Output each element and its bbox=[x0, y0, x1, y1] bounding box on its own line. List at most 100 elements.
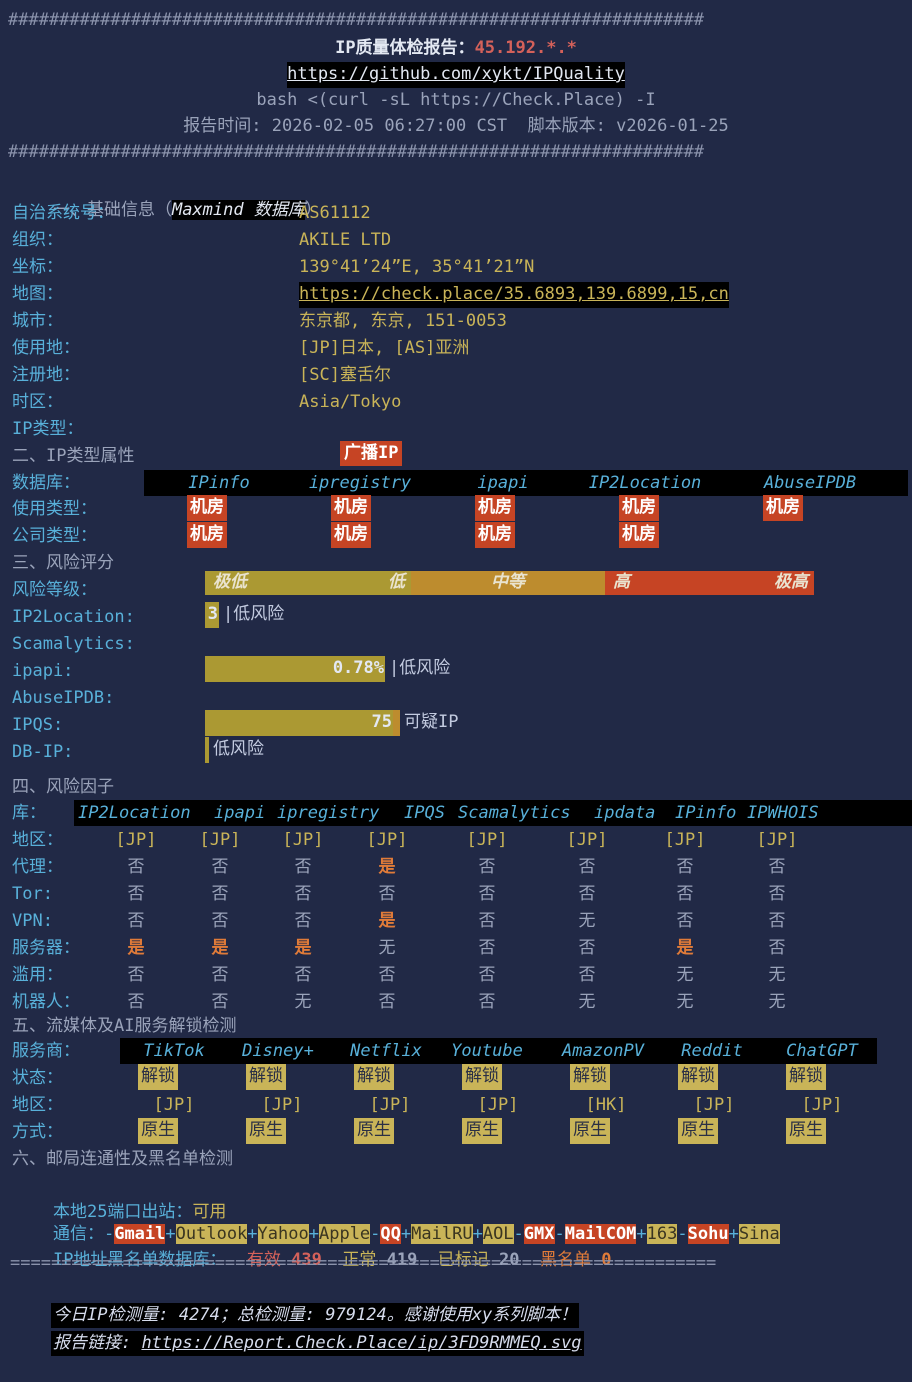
section2-db-ipregistry: ipregistry bbox=[308, 473, 412, 493]
risk-scale: 极低 低 中等 高 极高 bbox=[205, 571, 814, 595]
factor-tor-ipapi: 否 bbox=[211, 884, 229, 904]
report-title-row: IP质量体检报告：45.192.*.* bbox=[0, 36, 912, 62]
region-reddit: [JP] bbox=[693, 1095, 735, 1115]
factor-proxy-scamalytics: 否 bbox=[478, 857, 496, 877]
section4-db-ipqs: IPQS bbox=[404, 803, 445, 823]
factor-server-ipdata: 否 bbox=[578, 938, 596, 958]
factor-vpn-scamalytics: 否 bbox=[478, 911, 496, 931]
mail-provider: Yahoo bbox=[257, 1223, 309, 1244]
coords-label: 坐标： bbox=[12, 257, 63, 277]
city-label: 城市： bbox=[12, 311, 63, 331]
footer-stats: 今日IP检测量: 4274；总检测量: 979124。感谢使用xy系列脚本！ bbox=[50, 1302, 580, 1328]
factor-robot-ip2location: 否 bbox=[127, 992, 145, 1012]
registered-location-value: [SC]塞舌尔 bbox=[299, 365, 391, 385]
blacklist-item: 正常 419 bbox=[322, 1250, 417, 1270]
usage-cell-ipregistry: 机房 bbox=[331, 495, 371, 521]
factor-region-ipinfo: [JP] bbox=[664, 830, 706, 850]
risk-scale-seg-low: 低 bbox=[309, 571, 411, 595]
blacklist-item: 有效 439 bbox=[226, 1249, 322, 1270]
factor-vpn-ip2location: 否 bbox=[127, 911, 145, 931]
report-time-value: 2026-02-05 06:27:00 CST bbox=[271, 116, 508, 136]
blacklist-item-value: 439 bbox=[291, 1249, 322, 1270]
section5-provider-band bbox=[120, 1038, 877, 1064]
provider-amazonpv: AmazonPV bbox=[562, 1041, 644, 1061]
factor-server-scamalytics: 否 bbox=[478, 938, 496, 958]
region-tiktok: [JP] bbox=[153, 1095, 195, 1115]
map-link[interactable]: https://check.place/35.6893,139.6899,15,… bbox=[299, 282, 729, 308]
factor-vpn-ipdata: 无 bbox=[578, 911, 596, 931]
mail-provider: MailCOM bbox=[564, 1223, 637, 1244]
usage-cell-ipapi: 机房 bbox=[475, 495, 515, 521]
section5-provider-label: 服务商： bbox=[12, 1041, 80, 1061]
score-verdict: |低风险 bbox=[389, 658, 451, 678]
mail-sign: - bbox=[370, 1223, 381, 1244]
blacklist-item: 黑名单 0 bbox=[520, 1250, 612, 1270]
section1-heading-prefix: 一、基础信息（ bbox=[52, 199, 172, 220]
factor-label-vpn: VPN: bbox=[12, 911, 53, 931]
mail-provider: QQ bbox=[380, 1223, 401, 1244]
mail-provider-list: -Gmail+Outlook+Yahoo+Apple-QQ+MailRU+AOL… bbox=[104, 1223, 780, 1244]
script-version-label: 脚本版本: bbox=[527, 116, 606, 136]
score-bar-ip2location: 3 |低风险 bbox=[205, 602, 284, 628]
factor-robot-ipregistry: 无 bbox=[294, 992, 312, 1012]
provider-netflix: Netflix bbox=[350, 1041, 422, 1061]
factor-region-ipwhois: [JP] bbox=[756, 830, 798, 850]
factor-abuse-ipregistry: 否 bbox=[294, 965, 312, 985]
factor-tor-ipdata: 否 bbox=[578, 884, 596, 904]
port25-row: 本地25端口出站：可用 bbox=[12, 1174, 226, 1251]
factor-region-ipapi: [JP] bbox=[199, 830, 241, 850]
mail-sign: + bbox=[165, 1223, 176, 1244]
score-value: 75 bbox=[371, 712, 392, 732]
score-bar-fill: 75 bbox=[205, 710, 400, 736]
section1-heading-db: Maxmind 数据库 bbox=[171, 199, 305, 220]
company-cell-ipinfo: 机房 bbox=[187, 522, 227, 548]
blacklist-row: IP地址黑名单数据库： 有效 439 正常 419 已标记 20 黑名单 0 bbox=[12, 1222, 612, 1299]
report-time-label: 报告时间: bbox=[183, 116, 262, 136]
project-url-link[interactable]: https://github.com/xykt/IPQuality bbox=[287, 62, 625, 88]
method-amazonpv: 原生 bbox=[570, 1118, 610, 1144]
score-verdict: |低风险 bbox=[223, 604, 285, 624]
region-disney: [JP] bbox=[261, 1095, 303, 1115]
section2-db-ip2location: IP2Location bbox=[588, 473, 702, 493]
script-version-value: v2026-01-25 bbox=[616, 116, 729, 136]
section2-db-ipapi: ipapi bbox=[477, 473, 529, 493]
blacklist-item-label: 有效 bbox=[226, 1249, 292, 1270]
blacklist-item-value: 419 bbox=[386, 1249, 418, 1270]
method-disney: 原生 bbox=[246, 1118, 286, 1144]
status-netflix: 解锁 bbox=[354, 1064, 394, 1090]
section4-db-ip2location: IP2Location bbox=[78, 803, 191, 823]
risk-scale-seg-verylow: 极低 bbox=[205, 571, 309, 595]
factor-robot-scamalytics: 否 bbox=[478, 992, 496, 1012]
factor-robot-ipqs: 否 bbox=[378, 992, 396, 1012]
factor-proxy-ipapi: 否 bbox=[211, 857, 229, 877]
region-netflix: [JP] bbox=[369, 1095, 411, 1115]
header-divider-top: ########################################… bbox=[8, 10, 704, 30]
score-label-ipqs: IPQS: bbox=[12, 715, 64, 735]
status-disney: 解锁 bbox=[246, 1064, 286, 1090]
status-amazonpv: 解锁 bbox=[570, 1064, 610, 1090]
mail-provider: Outlook bbox=[175, 1223, 248, 1244]
provider-youtube: Youtube bbox=[451, 1041, 523, 1061]
provider-disney: Disney+ bbox=[242, 1041, 314, 1061]
footer-divider: ========================================… bbox=[10, 1253, 717, 1273]
mail-sign: - bbox=[513, 1223, 524, 1244]
mail-provider: Gmail bbox=[114, 1223, 166, 1244]
mail-sign: + bbox=[308, 1223, 319, 1244]
section4-db-label: 库： bbox=[12, 803, 46, 823]
factor-abuse-ipdata: 否 bbox=[578, 965, 596, 985]
section2-usage-label: 使用类型： bbox=[12, 499, 97, 519]
section1-heading-suffix: ） bbox=[304, 199, 322, 220]
score-label-ipapi: ipapi: bbox=[12, 661, 74, 681]
factor-proxy-ip2location: 否 bbox=[127, 857, 145, 877]
terminal-report: ########################################… bbox=[0, 10, 912, 1356]
factor-label-region: 地区： bbox=[12, 830, 63, 850]
factor-proxy-ipregistry: 否 bbox=[294, 857, 312, 877]
mail-label: 通信： bbox=[52, 1223, 104, 1244]
mail-sign: + bbox=[247, 1223, 258, 1244]
mail-sign: + bbox=[636, 1223, 647, 1244]
score-bar-ipqs: 75 可疑IP bbox=[205, 710, 458, 736]
company-cell-ipregistry: 机房 bbox=[331, 522, 371, 548]
method-chatgpt: 原生 bbox=[786, 1118, 826, 1144]
score-label-dbip: DB-IP: bbox=[12, 742, 74, 762]
method-reddit: 原生 bbox=[678, 1118, 718, 1144]
